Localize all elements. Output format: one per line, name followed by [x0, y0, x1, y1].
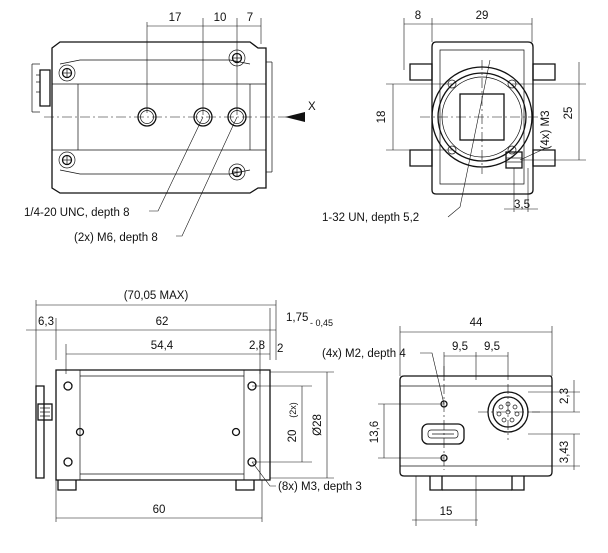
screw-icon — [228, 163, 246, 181]
side-body — [55, 369, 271, 481]
dim-10: 10 — [214, 12, 227, 24]
dim-13-6: 13,6 — [369, 421, 381, 443]
dim-54-4: 54,4 — [151, 340, 174, 352]
callout-m6: (2x) M6, depth 8 — [74, 232, 158, 244]
rear-body — [399, 375, 553, 477]
m3-label: (4x) M3 — [540, 111, 552, 150]
dim-7: 7 — [247, 12, 253, 24]
dim-20-count: (2x) — [288, 402, 298, 418]
dim-20: 20 — [287, 430, 299, 443]
usb-c-port — [421, 423, 465, 445]
dim-1-75-tolerance: - 0,45 — [310, 318, 333, 328]
dim-2: 2 — [277, 343, 283, 355]
rear-view: 44 9,5 9,5 (4x) M2, depth 4 — [322, 317, 580, 526]
dim-18: 18 — [376, 111, 388, 124]
screw-icon — [58, 151, 76, 169]
side-connector — [35, 385, 45, 479]
dim-3-43: 3,43 — [559, 441, 571, 463]
dim-6-3: 6,3 — [38, 316, 54, 328]
top-body-outline — [51, 41, 267, 194]
dim-17: 17 — [169, 12, 182, 24]
dim-44: 44 — [470, 317, 483, 329]
x-axis-arrow-icon — [285, 112, 305, 122]
dim-3-5: 3,5 — [514, 199, 530, 211]
dim-max-length: (70,05 MAX) — [124, 290, 189, 302]
dim-9-5-right: 9,5 — [484, 341, 500, 353]
callout-mount-thread: 1-32 UN, depth 5,2 — [322, 212, 419, 224]
callout-m3: (8x) M3, depth 3 — [278, 481, 362, 493]
side-view: (70,05 MAX) 6,3 62 1,75 - 0,45 54,4 2,8 … — [26, 290, 362, 522]
connector-stub — [39, 69, 51, 107]
front-view: 8 29 18 25 (4x) M3 — [322, 10, 586, 224]
screw-icon — [58, 64, 76, 82]
dim-9-5-left: 9,5 — [452, 341, 468, 353]
callout-thread-quarter-20: 1/4-20 UNC, depth 8 — [24, 207, 129, 219]
dim-2-3: 2,3 — [559, 388, 571, 404]
dim-diameter-28: Ø28 — [312, 414, 324, 436]
dim-29: 29 — [476, 10, 489, 22]
front-body — [431, 41, 534, 195]
top-view: 17 10 7 — [24, 12, 316, 244]
callout-m2: (4x) M2, depth 4 — [322, 348, 406, 360]
dim-62: 62 — [156, 316, 169, 328]
dim-8: 8 — [415, 10, 421, 22]
x-axis-label: X — [308, 101, 316, 113]
dim-15: 15 — [440, 506, 453, 518]
dim-60: 60 — [153, 504, 166, 516]
screw-icon — [228, 49, 246, 67]
dim-1-75: 1,75 — [286, 312, 308, 324]
dim-2-8: 2,8 — [249, 340, 265, 352]
dim-25: 25 — [563, 107, 575, 120]
